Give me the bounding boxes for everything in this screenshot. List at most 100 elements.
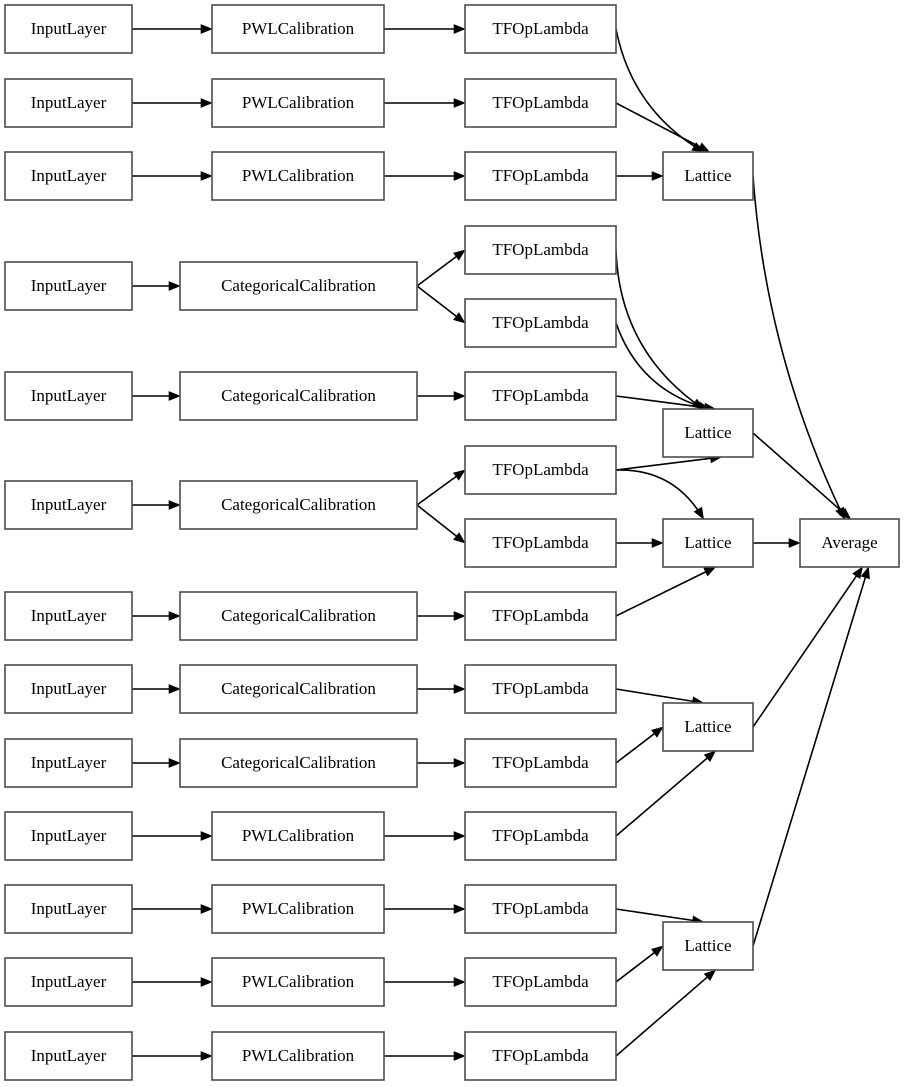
edge-line (416, 255, 457, 287)
graph-node-cal10[interactable]: PWLCalibration (211, 811, 385, 861)
node-box[interactable] (4, 591, 133, 641)
node-box[interactable] (464, 1031, 617, 1081)
graph-node-in1[interactable]: InputLayer (4, 4, 133, 54)
edge-lam7-to-lat3 (615, 469, 705, 520)
graph-node-avg[interactable]: Average (799, 518, 900, 568)
node-box[interactable] (662, 151, 754, 201)
node-box[interactable] (662, 921, 754, 971)
graph-node-lam7[interactable]: TFOpLambda (464, 445, 617, 495)
node-box[interactable] (179, 371, 418, 421)
graph-node-lat5[interactable]: Lattice (662, 921, 754, 971)
node-box[interactable] (464, 445, 617, 495)
graph-node-lam13[interactable]: TFOpLambda (464, 884, 617, 934)
node-box[interactable] (464, 78, 617, 128)
node-box[interactable] (662, 702, 754, 752)
graph-node-in9[interactable]: InputLayer (4, 738, 133, 788)
graph-node-lat2[interactable]: Lattice (662, 408, 754, 458)
graph-node-in3[interactable]: InputLayer (4, 151, 133, 201)
graph-node-lam5[interactable]: TFOpLambda (464, 298, 617, 348)
node-box[interactable] (464, 738, 617, 788)
graph-node-lam2[interactable]: TFOpLambda (464, 78, 617, 128)
node-box[interactable] (179, 664, 418, 714)
node-box[interactable] (211, 4, 385, 54)
node-box[interactable] (799, 518, 900, 568)
node-box[interactable] (464, 371, 617, 421)
node-box[interactable] (662, 518, 754, 568)
node-box[interactable] (179, 738, 418, 788)
node-box[interactable] (211, 884, 385, 934)
node-box[interactable] (464, 225, 617, 275)
graph-node-in7[interactable]: InputLayer (4, 591, 133, 641)
graph-node-in11[interactable]: InputLayer (4, 884, 133, 934)
graph-node-cal9[interactable]: CategoricalCalibration (179, 738, 418, 788)
node-box[interactable] (464, 518, 617, 568)
graph-node-lam15[interactable]: TFOpLambda (464, 1031, 617, 1081)
node-box[interactable] (464, 151, 617, 201)
graph-node-in5[interactable]: InputLayer (4, 371, 133, 421)
edge-in6-to-cal6 (132, 500, 181, 510)
graph-node-lam14[interactable]: TFOpLambda (464, 957, 617, 1007)
graph-node-lam9[interactable]: TFOpLambda (464, 591, 617, 641)
node-box[interactable] (464, 4, 617, 54)
node-box[interactable] (211, 151, 385, 201)
graph-node-cal3[interactable]: PWLCalibration (211, 151, 385, 201)
node-box[interactable] (211, 811, 385, 861)
graph-node-lam4[interactable]: TFOpLambda (464, 225, 617, 275)
node-box[interactable] (464, 957, 617, 1007)
node-box[interactable] (4, 884, 133, 934)
graph-node-lam12[interactable]: TFOpLambda (464, 811, 617, 861)
graph-node-cal13[interactable]: PWLCalibration (211, 1031, 385, 1081)
graph-node-cal8[interactable]: CategoricalCalibration (179, 664, 418, 714)
node-box[interactable] (464, 664, 617, 714)
graph-node-lam8[interactable]: TFOpLambda (464, 518, 617, 568)
graph-node-lat3[interactable]: Lattice (662, 518, 754, 568)
node-box[interactable] (464, 884, 617, 934)
graph-node-cal1[interactable]: PWLCalibration (211, 4, 385, 54)
node-box[interactable] (179, 591, 418, 641)
graph-node-cal2[interactable]: PWLCalibration (211, 78, 385, 128)
graph-node-lam10[interactable]: TFOpLambda (464, 664, 617, 714)
graph-node-cal4[interactable]: CategoricalCalibration (179, 261, 418, 311)
graph-node-lat1[interactable]: Lattice (662, 151, 754, 201)
node-box[interactable] (662, 408, 754, 458)
edge-cal13-to-lam15 (384, 1051, 466, 1061)
node-box[interactable] (4, 811, 133, 861)
graph-node-lat4[interactable]: Lattice (662, 702, 754, 752)
arrowhead-icon (838, 507, 852, 520)
node-box[interactable] (4, 151, 133, 201)
graph-node-lam1[interactable]: TFOpLambda (464, 4, 617, 54)
node-box[interactable] (4, 957, 133, 1007)
node-box[interactable] (4, 261, 133, 311)
graph-node-cal6[interactable]: CategoricalCalibration (179, 480, 418, 530)
node-box[interactable] (179, 261, 418, 311)
node-box[interactable] (4, 1031, 133, 1081)
node-box[interactable] (179, 480, 418, 530)
graph-node-in10[interactable]: InputLayer (4, 811, 133, 861)
node-box[interactable] (4, 480, 133, 530)
node-box[interactable] (4, 371, 133, 421)
node-box[interactable] (464, 811, 617, 861)
node-box[interactable] (211, 78, 385, 128)
graph-node-in8[interactable]: InputLayer (4, 664, 133, 714)
node-box[interactable] (4, 78, 133, 128)
graph-node-in13[interactable]: InputLayer (4, 1031, 133, 1081)
node-box[interactable] (211, 1031, 385, 1081)
node-box[interactable] (4, 4, 133, 54)
graph-node-in6[interactable]: InputLayer (4, 480, 133, 530)
graph-node-cal12[interactable]: PWLCalibration (211, 957, 385, 1007)
graph-node-in2[interactable]: InputLayer (4, 78, 133, 128)
graph-node-cal11[interactable]: PWLCalibration (211, 884, 385, 934)
graph-node-in12[interactable]: InputLayer (4, 957, 133, 1007)
node-box[interactable] (211, 957, 385, 1007)
node-box[interactable] (464, 591, 617, 641)
graph-node-lam6[interactable]: TFOpLambda (464, 371, 617, 421)
graph-node-in4[interactable]: InputLayer (4, 261, 133, 311)
node-box[interactable] (464, 298, 617, 348)
graph-node-lam3[interactable]: TFOpLambda (464, 151, 617, 201)
edge-lam11-to-lat4 (615, 726, 664, 764)
node-box[interactable] (4, 738, 133, 788)
graph-node-lam11[interactable]: TFOpLambda (464, 738, 617, 788)
graph-node-cal5[interactable]: CategoricalCalibration (179, 371, 418, 421)
node-box[interactable] (4, 664, 133, 714)
graph-node-cal7[interactable]: CategoricalCalibration (179, 591, 418, 641)
